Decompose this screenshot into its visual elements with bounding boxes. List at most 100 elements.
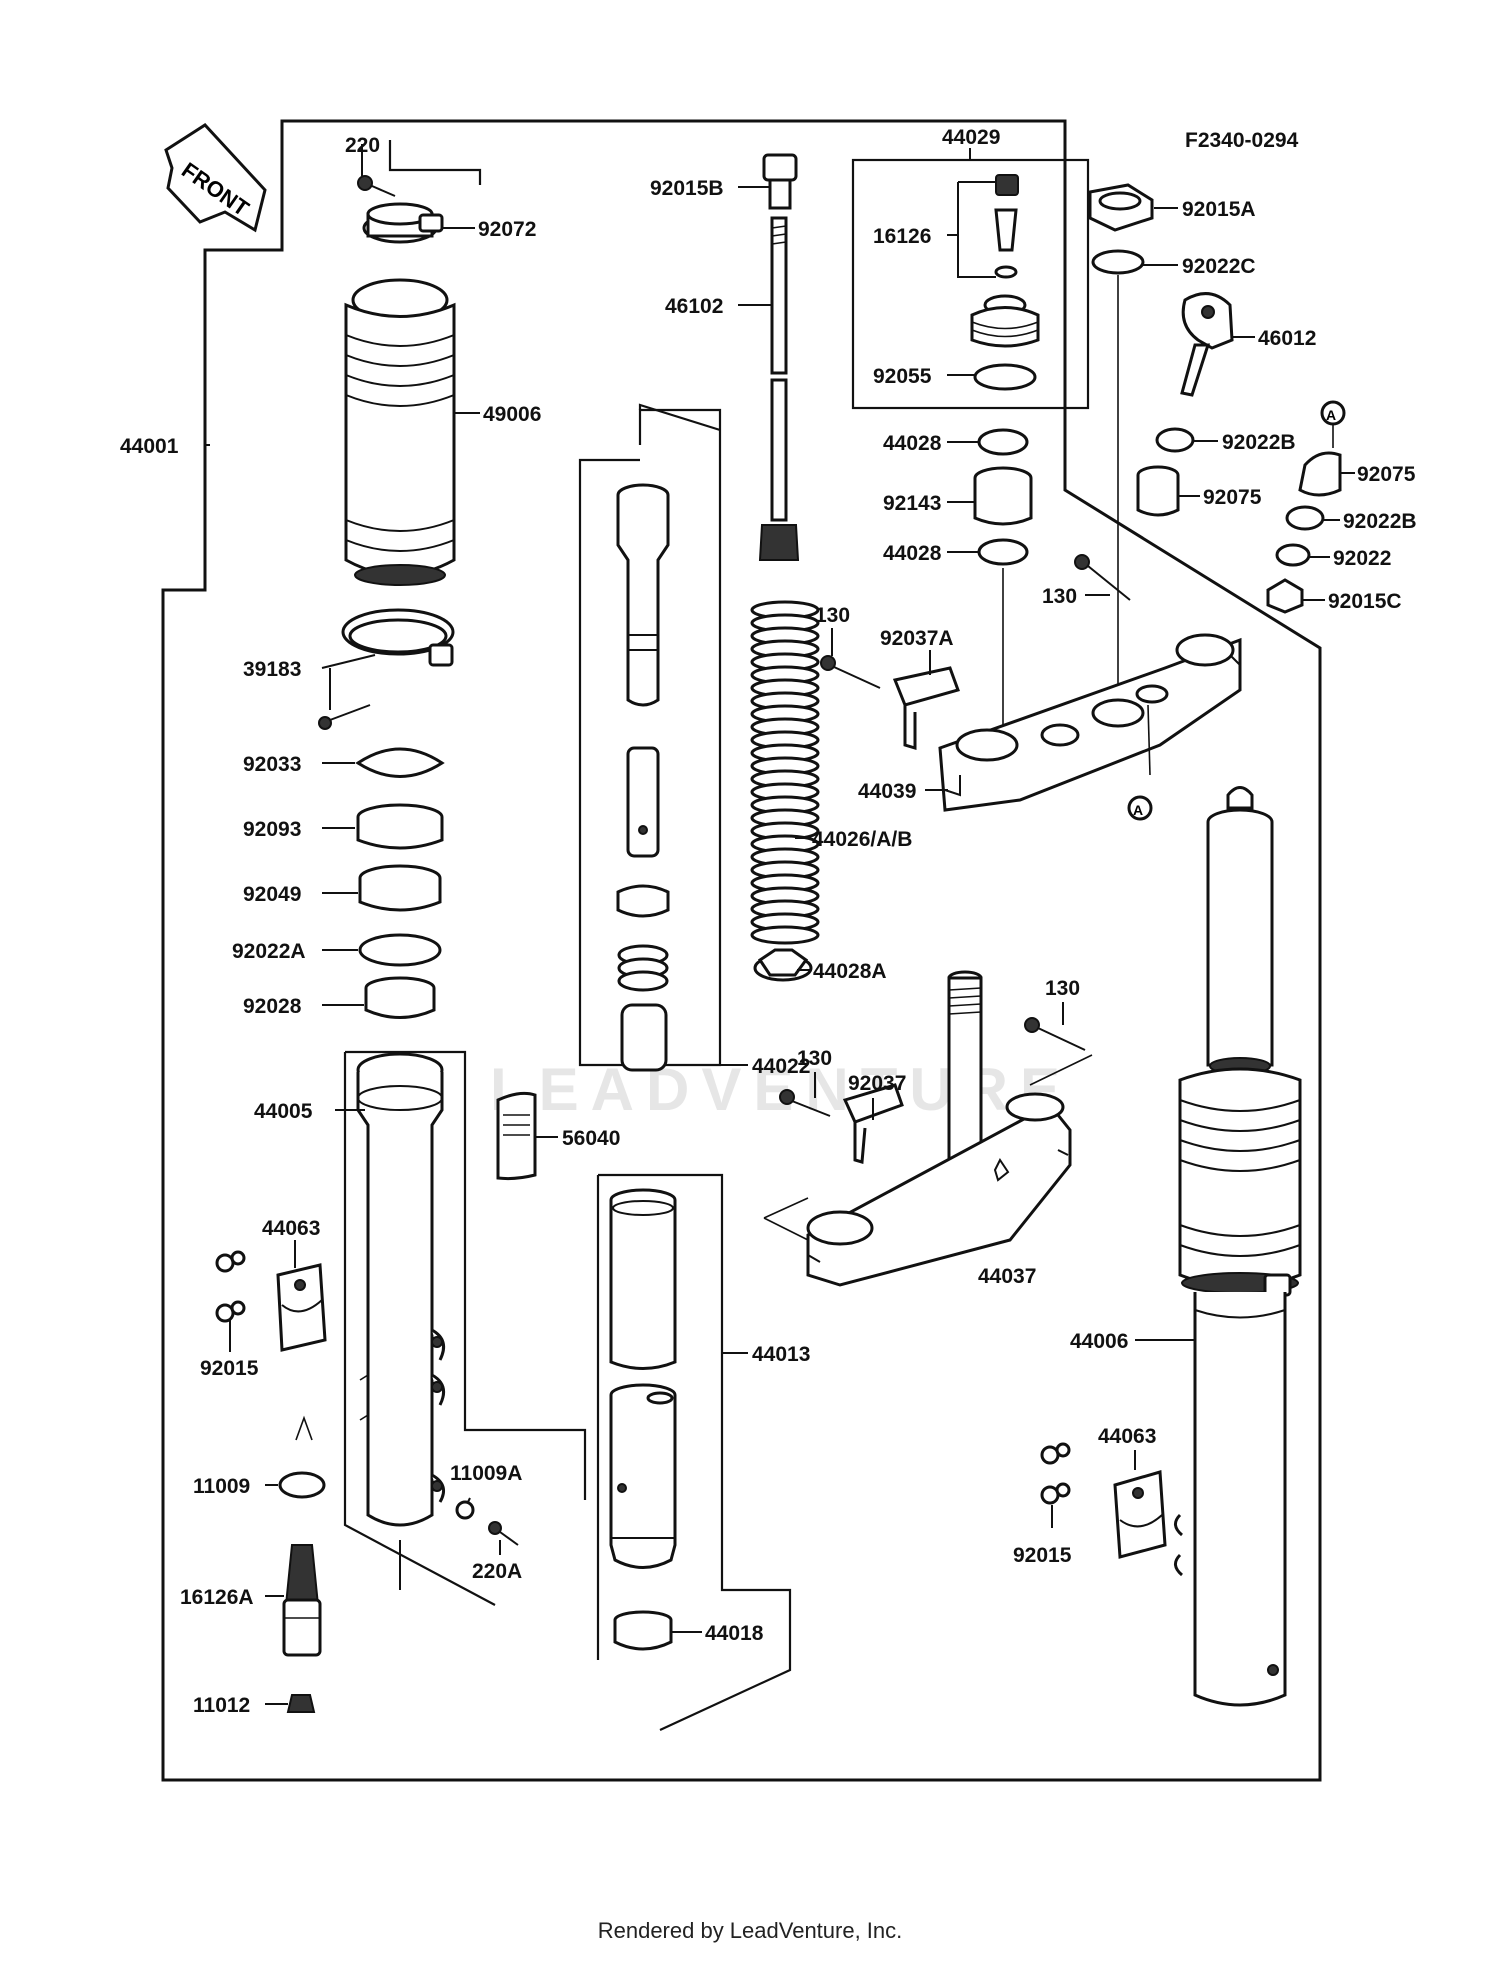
center-parts [496,153,1090,1731]
spacer-stack-icon [973,428,1033,735]
label-39183: 39183 [243,658,301,681]
label-130-lower-left: 130 [797,1047,832,1070]
cap-11012-icon [286,1694,316,1713]
damper-rod-44022-icon [616,483,670,1072]
leader-lines [205,144,1355,1705]
spring-coil [750,925,820,945]
callout-labels: 220 92072 44001 49006 39183 92033 92093 … [120,126,1417,1717]
bolt-130b-icon [1074,554,1131,601]
label-44006: 44006 [1070,1330,1128,1353]
lower-clamp-parts [763,970,1093,1287]
group-bracket-44005 [345,1050,587,1500]
bolt-220A-icon [488,1521,519,1546]
label-92075-right: 92075 [1357,463,1416,486]
bracket-92037-icon [842,1083,904,1164]
label-46012: 46012 [1258,327,1316,350]
marker-A-top: A [1326,407,1336,423]
label-220A: 220A [472,1560,522,1583]
label-92033: 92033 [243,753,301,776]
washer-92022A-icon [358,933,442,967]
lower-clamp-44037-icon [806,1092,1072,1287]
bushing-92075b-icon [1298,451,1342,497]
group-bracket-44022-top [638,403,721,432]
label-130-upper-left: 130 [815,604,850,627]
washer-92022Bb-icon [1285,505,1325,531]
label-220: 220 [345,134,380,157]
outer-tube-44005-icon [356,1052,446,1590]
label-16126A: 16126A [180,1586,254,1609]
group-bracket-220 [388,140,482,185]
group-box-44013 [598,1173,792,1731]
bushing-92028-icon [364,976,436,1019]
label-44022: 44022 [752,1055,810,1078]
bolt-130c-icon [1024,1017,1086,1051]
washer-92022B-icon [1155,427,1195,453]
boot-49006-icon [344,278,456,586]
label-92075-left: 92075 [1203,486,1262,509]
label-92055: 92055 [873,365,932,388]
label-44028-top: 44028 [883,432,942,455]
bushing-44018-icon [613,1610,673,1651]
inner-tube-44013-icon [609,1188,677,1569]
label-44063-left: 44063 [262,1217,320,1240]
clip-92033-icon [355,747,445,778]
label-92037A: 92037A [880,627,954,650]
label-44018: 44018 [705,1622,764,1645]
label-49006: 49006 [483,403,541,426]
marker-A-bottom: A [1133,802,1143,818]
bracket-92037A-icon [892,666,960,751]
bracket-44063-right-icon [1040,1442,1167,1559]
label-92015A: 92015A [1182,198,1256,221]
assembly-outline [161,119,1322,1782]
seal-92093-icon [356,803,444,850]
label-44037: 44037 [978,1265,1036,1288]
group-bracket-44005-b [343,1052,496,1606]
label-44013: 44013 [752,1343,810,1366]
clamp-39183-icon [318,608,455,730]
cap-44029-icon [957,174,1040,391]
nut-92015A-icon [1088,183,1154,232]
spring-44026-icon [750,600,820,945]
label-130-lower-right: 130 [1045,977,1080,1000]
label-92037: 92037 [848,1072,906,1095]
upper-clamp-parts: A [820,183,1346,821]
label-92072: 92072 [478,218,536,241]
label-92022A: 92022A [232,940,306,963]
bolt-92015B-icon [762,153,798,210]
rod-46102-icon [758,216,800,561]
bracket-44063-left-icon [215,1250,327,1352]
upper-clamp-44039-icon [938,633,1242,812]
label-11012: 11012 [193,1694,250,1717]
leader-44037 [763,1197,809,1241]
nut-92015C-icon [1266,578,1304,614]
label-11009A: 11009A [450,1462,522,1485]
bolt-130a-icon [820,655,881,689]
label-92049: 92049 [243,883,301,906]
label-44028A: 44028A [813,960,887,983]
label-56040: 56040 [562,1127,620,1150]
label-92015-right: 92015 [1013,1544,1072,1567]
diagram-code: F2340-0294 [1185,129,1299,152]
label-44029: 44029 [942,126,1000,149]
label-92015C: 92015C [1328,590,1402,613]
right-fork-parts [1040,786,1302,1707]
label-16126: 16126 [873,225,931,248]
label-56040-icon [496,1091,537,1181]
washer-11009-icon [278,1471,326,1499]
label-92022B-a: 92022B [1222,431,1296,454]
ring-92049-icon [358,864,442,912]
washer-92022-icon [1275,543,1311,567]
label-44005: 44005 [254,1100,313,1123]
label-92015-left: 92015 [200,1357,259,1380]
render-credit: Rendered by LeadVenture, Inc. [597,1918,903,1943]
label-11009: 11009 [193,1475,250,1498]
label-92022C: 92022C [1182,255,1256,278]
clamp-92072-icon [362,202,444,244]
bolt-130d-icon [779,1089,831,1117]
label-92022B-b: 92022B [1343,510,1417,533]
label-44028-bottom: 44028 [883,542,942,565]
bolt-46012-icon [1180,292,1234,397]
left-fork-parts [215,140,587,1713]
label-92022: 92022 [1333,547,1391,570]
label-44001: 44001 [120,435,179,458]
